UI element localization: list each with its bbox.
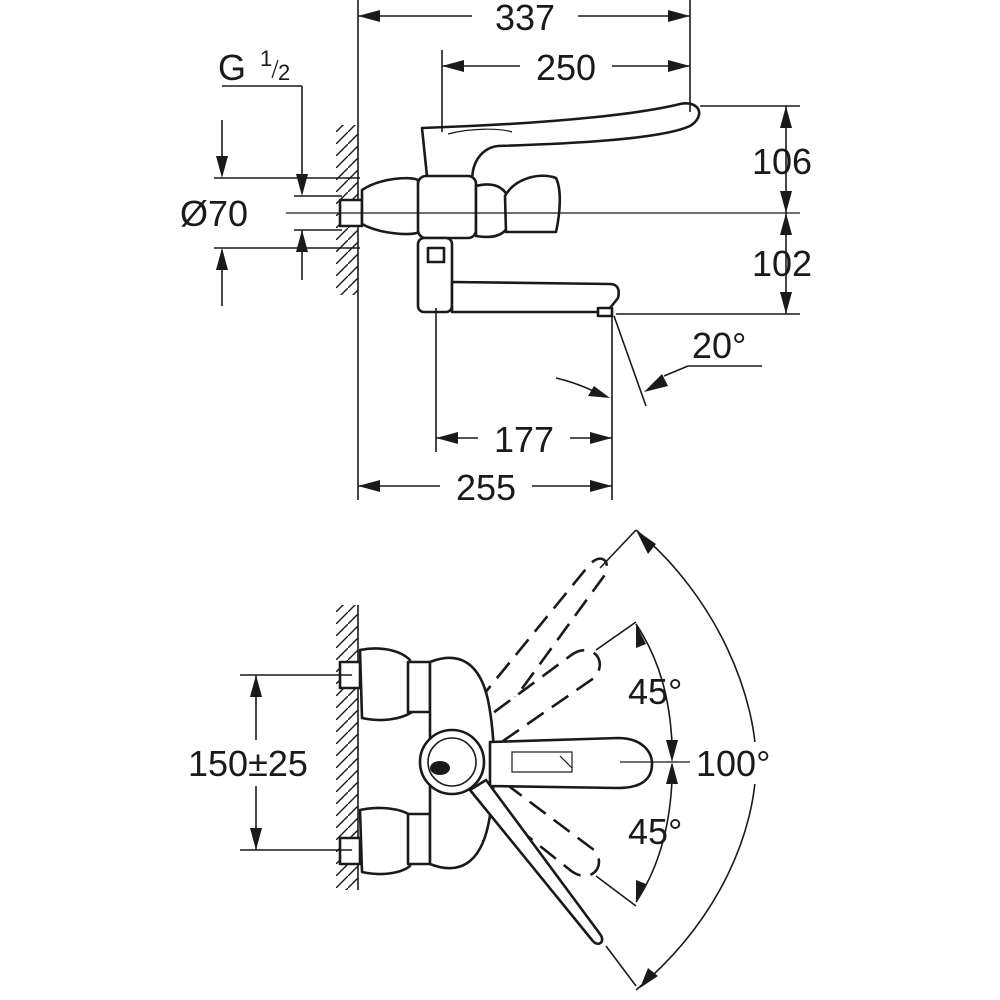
dim-height-bottom: 102 (752, 243, 812, 284)
dim-swing-total: 100° (696, 743, 770, 784)
wall-side (336, 0, 359, 500)
dim-width-total: 337 (495, 0, 555, 38)
faucet-top (338, 557, 654, 946)
dim-swing-lower: 45° (628, 811, 682, 852)
dim-spout-angle: 20° (692, 325, 746, 366)
dim-diameter: Ø70 (180, 193, 248, 234)
dim-height-top: 106 (752, 141, 812, 182)
dim-thread-prefix: G (218, 47, 246, 88)
dim-handle-length: 250 (536, 47, 596, 88)
top-view: 150±25 100° 45° 45° (186, 529, 786, 991)
dimensions-top (240, 529, 757, 991)
dim-centers: 150±25 (188, 743, 308, 784)
dim-thread-den: 2 (278, 60, 290, 85)
dim-thread-num: 1 (260, 46, 272, 71)
labels-side: 337 250 G 1 2 Ø70 106 102 20° 177 255 (180, 0, 812, 508)
faucet-side (338, 102, 701, 318)
dim-projection: 255 (456, 467, 516, 508)
dim-swing-upper: 45° (628, 671, 682, 712)
side-view: 337 250 G 1 2 Ø70 106 102 20° 177 255 (180, 0, 812, 508)
labels-top: 150±25 100° 45° 45° (186, 671, 786, 852)
dim-spout-reach: 177 (494, 419, 554, 460)
